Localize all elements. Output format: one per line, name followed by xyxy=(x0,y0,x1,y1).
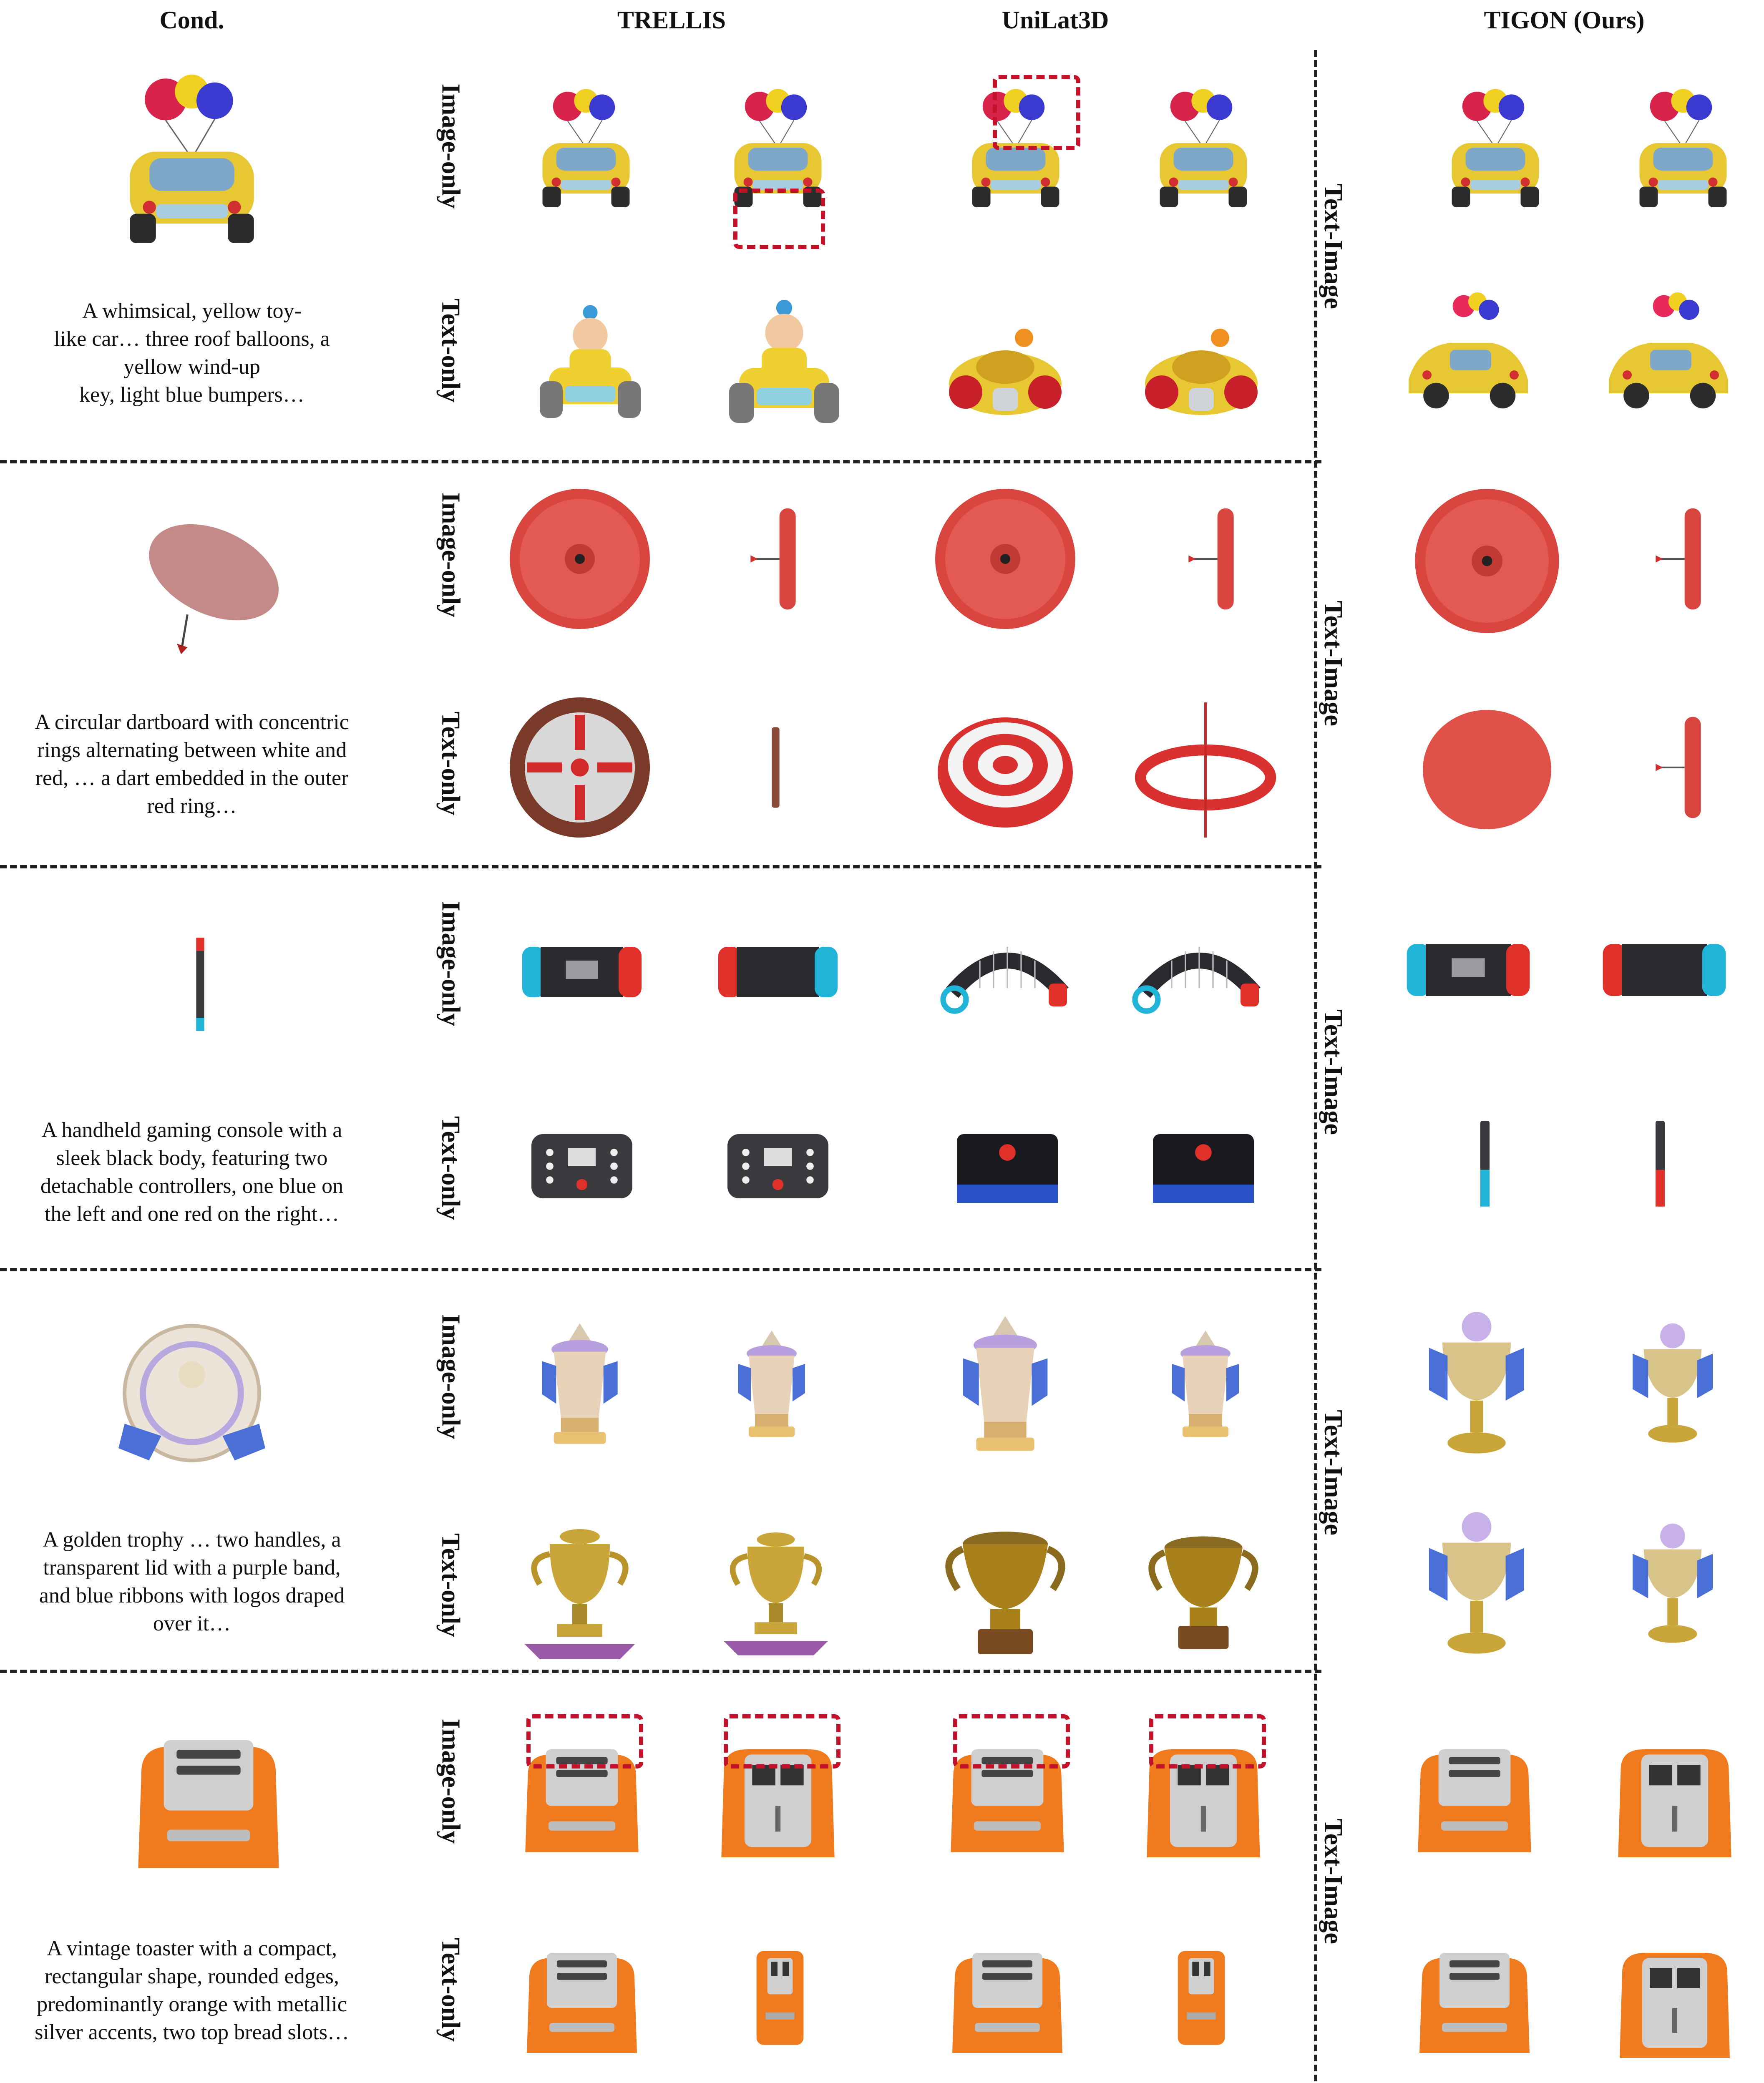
label-text-image: Text-Image xyxy=(1319,1818,1347,1944)
tigon-car-side-2 xyxy=(1585,288,1752,425)
trellis-text-only-wheel xyxy=(505,692,655,843)
tigon-switch-back xyxy=(1376,897,1560,1039)
cond-console-image xyxy=(150,893,250,1076)
unilat-image-only-car-back xyxy=(1135,83,1272,221)
trellis-text-only-kart-back xyxy=(709,284,859,442)
unilat-text-only-rings xyxy=(926,692,1085,843)
highlight-box xyxy=(1149,1714,1266,1769)
row-separator xyxy=(0,1268,1321,1271)
column-separator xyxy=(1314,50,1317,2081)
unilat-image-only-disk-edge xyxy=(1160,484,1268,634)
trellis-image-only-disk xyxy=(505,484,655,634)
tigon-console-edge-red xyxy=(1614,1093,1706,1235)
highlight-box xyxy=(724,1714,840,1769)
tigon-disk-front xyxy=(1410,484,1564,638)
label-text-only: Text-only xyxy=(436,1116,465,1220)
tigon-trophy-front xyxy=(1397,1301,1556,1468)
trellis-text-only-goldcup-2 xyxy=(705,1506,847,1673)
header-trellis: TRELLIS xyxy=(617,6,726,34)
tigon-car-front xyxy=(1427,83,1564,221)
tigon-toaster-2 xyxy=(1397,1923,1552,2073)
trellis-image-only-urn-side xyxy=(709,1306,834,1464)
trellis-text-only-remote-2 xyxy=(709,1093,847,1230)
unilat-text-only-browncup-2 xyxy=(1135,1506,1272,1673)
header-unilat3d: UniLat3D xyxy=(1002,6,1109,34)
trellis-image-only-switch-back xyxy=(697,901,859,1039)
label-image-only: Image-only xyxy=(436,492,465,617)
highlight-box xyxy=(526,1714,643,1769)
label-text-image: Text-Image xyxy=(1319,600,1347,726)
trellis-text-only-wheel-edge xyxy=(734,692,818,843)
label-text-only: Text-only xyxy=(436,298,465,403)
unilat-text-only-browncup xyxy=(930,1506,1080,1673)
unilat-text-only-boat-back xyxy=(1135,304,1268,430)
tigon-trophy-side-2 xyxy=(1606,1502,1739,1668)
unilat-text-only-box xyxy=(939,1093,1076,1230)
trellis-image-only-urn xyxy=(509,1306,651,1464)
unilat-text-only-ring xyxy=(1126,692,1285,843)
tigon-toaster-front xyxy=(1598,1718,1752,1873)
label-text-only: Text-only xyxy=(436,1937,465,2042)
trellis-text-only-kart xyxy=(521,284,659,442)
row1-caption: A whimsical, yellow toy-like car… three … xyxy=(54,299,330,407)
tigon-toaster xyxy=(1397,1718,1552,1873)
row-separator xyxy=(0,865,1321,868)
cond-dartboard-image xyxy=(149,524,279,654)
trellis-image-only-switch xyxy=(501,901,663,1039)
row-separator xyxy=(0,460,1321,463)
trellis-text-only-remote xyxy=(513,1093,651,1230)
unilat-text-only-box-2 xyxy=(1135,1093,1272,1230)
tigon-car-back xyxy=(1614,83,1752,221)
trellis-text-only-goldcup xyxy=(505,1506,655,1673)
highlight-box xyxy=(953,1714,1070,1769)
unilat-text-only-boat xyxy=(939,304,1072,430)
unilat-image-only-harp xyxy=(926,901,1089,1039)
highlight-box xyxy=(993,75,1080,150)
tigon-car-side xyxy=(1385,288,1552,425)
unilat-text-only-toaster-tall xyxy=(1147,1923,1256,2073)
tigon-trophy-front-2 xyxy=(1397,1502,1556,1668)
unilat-image-only-urn xyxy=(926,1306,1085,1464)
label-text-image: Text-Image xyxy=(1319,1409,1347,1535)
row-separator xyxy=(0,1670,1321,1673)
label-text-only: Text-only xyxy=(436,711,465,815)
label-image-only: Image-only xyxy=(436,1718,465,1844)
tigon-switch-back-2 xyxy=(1573,897,1756,1039)
tigon-disk-edge-2 xyxy=(1627,692,1735,843)
tigon-console-edge-blue xyxy=(1439,1093,1531,1235)
tigon-disk-edge xyxy=(1627,484,1735,634)
cond-trophy-image xyxy=(83,1301,300,1485)
unilat-image-only-urn-side xyxy=(1143,1306,1268,1464)
label-text-image: Text-Image xyxy=(1319,183,1347,309)
label-image-only: Image-only xyxy=(436,1314,465,1439)
unilat-image-only-harp-back xyxy=(1118,901,1281,1039)
label-text-only: Text-only xyxy=(436,1533,465,1637)
cond-car-image xyxy=(75,67,309,263)
tigon-flat-disk xyxy=(1410,701,1564,838)
trellis-image-only-disk-edge xyxy=(722,484,830,634)
row5-caption: A vintage toaster with a compact,rectang… xyxy=(35,1937,349,2044)
tigon-toaster-front-2 xyxy=(1598,1923,1752,2073)
unilat-text-only-toaster xyxy=(930,1923,1085,2073)
tigon-trophy-side xyxy=(1606,1301,1739,1468)
trellis-text-only-toaster-tall xyxy=(726,1923,834,2073)
label-text-image: Text-Image xyxy=(1319,1009,1347,1135)
label-image-only: Image-only xyxy=(436,901,465,1026)
trellis-image-only-car xyxy=(517,83,655,221)
label-image-only: Image-only xyxy=(436,83,465,209)
unilat-image-only-disk xyxy=(930,484,1080,634)
header-tigon: TIGON (Ours) xyxy=(1484,6,1645,34)
header-cond: Cond. xyxy=(159,6,224,34)
trellis-text-only-toaster xyxy=(505,1923,659,2073)
highlight-box xyxy=(733,189,825,249)
cond-toaster-image xyxy=(100,1702,317,1894)
